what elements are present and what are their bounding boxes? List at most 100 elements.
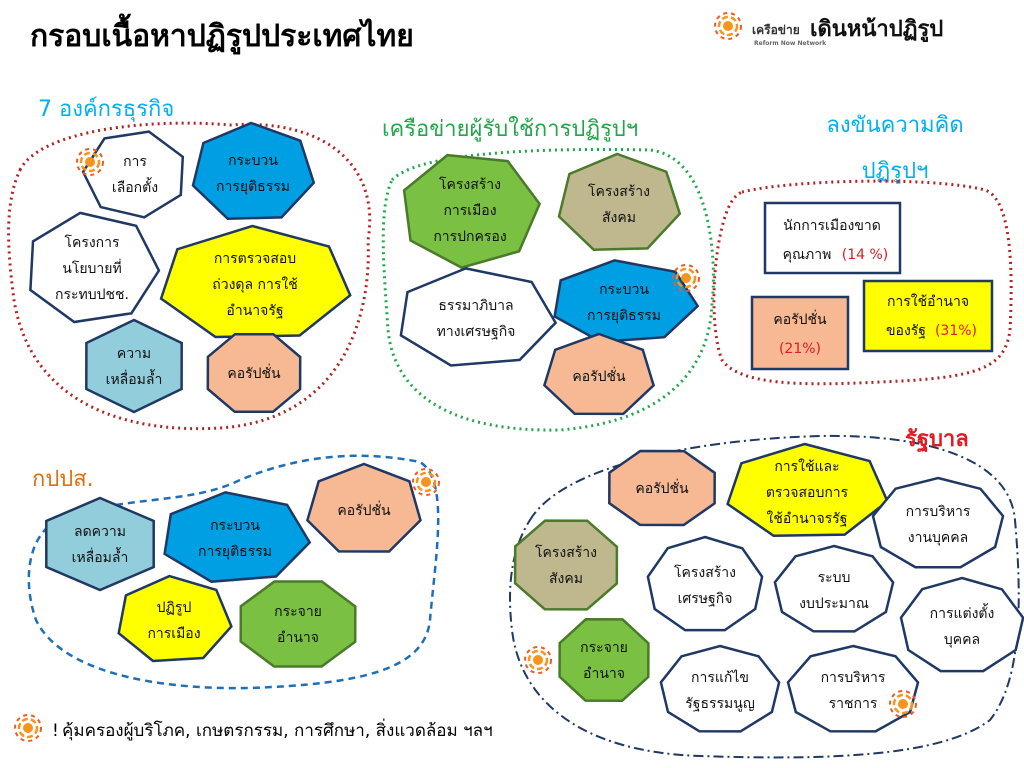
topic-shape <box>786 644 920 733</box>
group-government: รัฐบาล คอรัปชั่นการใช้และตรวจสอบการใช้อำ… <box>509 427 1024 759</box>
percent-label: (21%) <box>779 341 821 357</box>
topic-label: ราชการ <box>829 696 878 712</box>
topic-shape <box>646 535 764 632</box>
topic-label: การตรวจสอบ <box>214 251 296 267</box>
topic-label: โครงการ <box>64 234 120 251</box>
org7-topic-node: คอรัปชั่น <box>206 332 302 414</box>
topic-label: ระบบ <box>818 570 851 586</box>
topic-label: ความ <box>117 346 151 362</box>
topic-label: ใช้อำนาจรรัฐ <box>766 510 847 527</box>
group-boundary-dotted <box>7 121 372 431</box>
topic-shape <box>117 574 233 663</box>
topic-label: การบริหาร <box>906 504 971 520</box>
topic-label: การยุติธรรม <box>587 308 661 324</box>
logo-prefix: เครือข่าย <box>752 23 800 37</box>
compete-box-politicians: นักการเมืองขาด คุณภาพ (14 %) <box>763 201 902 275</box>
topic-shape <box>513 519 619 611</box>
svg-text:!: ! <box>52 721 59 741</box>
group-boundary-dotted <box>712 179 1013 386</box>
topic-label: กระทบปชช. <box>55 287 129 303</box>
govt-topic-node: โครงสร้างสังคม <box>513 519 619 611</box>
topic-label: การ <box>123 154 147 170</box>
svg-text:คอรัปชั่น: คอรัปชั่น <box>773 310 827 328</box>
topic-shape <box>402 153 542 269</box>
topic-label: การแต่งตั้ง <box>930 603 995 622</box>
topic-label: โครงสร้าง <box>535 544 597 561</box>
topic-shape <box>206 332 302 414</box>
govt-topic-node: การแก้ไขรัฐธรรมนูญ <box>659 644 781 733</box>
sun-icon <box>411 467 441 497</box>
topic-label: การใช้และ <box>774 458 839 475</box>
topic-shape <box>239 580 357 668</box>
topic-label: การแก้ไข <box>691 669 749 686</box>
topic-label: การยุติธรรม <box>216 179 290 195</box>
topic-shape <box>726 442 889 538</box>
topic-shape <box>773 544 895 633</box>
group-kpps: กปปส. ลดความเหลื่อมล้ำกระบวนการยุติธรรมค… <box>27 454 441 690</box>
topic-shape <box>558 618 650 702</box>
topic-label: ลดความ <box>74 524 126 540</box>
group-title-line2: ปฏิรูปฯ <box>862 159 929 184</box>
topic-label: คอรัปชั่น <box>227 364 281 382</box>
topic-label: กระบวน <box>228 153 278 169</box>
topic-label: การปกครอง <box>433 229 506 245</box>
topic-label: ตรวจสอบการ <box>766 485 849 501</box>
topic-label: การเมือง <box>147 626 200 642</box>
footer-note: ! คุ้มครองผู้บริโภค, เกษตรกรรม, การศึกษา… <box>13 713 493 743</box>
topic-label: การเมือง <box>443 203 496 219</box>
topic-label: โครงสร้าง <box>588 183 650 200</box>
group-boundary-dashed <box>27 454 440 690</box>
topic-shape <box>305 462 422 553</box>
reform-network-logo: เครือข่าย เดินหน้าปฏิรูป Reform Now Netw… <box>713 11 943 47</box>
topic-shape <box>81 130 185 219</box>
topic-label: กระบวน <box>210 518 260 534</box>
topic-label: สังคม <box>549 571 583 587</box>
topic-label: เหลื่อมล้ำ <box>72 547 129 566</box>
percent-label: (14 %) <box>842 247 889 263</box>
topic-label: โครงสร้าง <box>439 176 501 193</box>
topic-shape <box>191 121 316 220</box>
svg-text:การใช้อำนาจ: การใช้อำนาจ <box>887 293 969 310</box>
topic-label: รัฐธรรมนูญ <box>685 696 755 712</box>
topic-label: งบประมาณ <box>799 596 869 612</box>
topic-label: คอรัปชั่น <box>635 479 689 497</box>
group-idea-contest: ลงขันความคิด ปฏิรูปฯ นักการเมืองขาด คุณภ… <box>712 113 1013 386</box>
topic-label: นโยบายที่ <box>62 259 121 277</box>
topic-shape <box>163 491 312 583</box>
group-7-business-orgs: 7 องค์กรธุรกิจ การเลือกตั้งกระบวนการยุติ… <box>7 97 372 431</box>
kpps-topic-node: คอรัปชั่น <box>305 462 441 553</box>
topic-label: โครงสร้าง <box>674 564 736 581</box>
percent-label: (31%) <box>935 323 977 339</box>
svg-text:นักการเมืองขาด: นักการเมืองขาด <box>783 218 881 234</box>
topic-label: เลือกตั้ง <box>112 177 158 196</box>
topic-label: เศรษฐกิจ <box>678 591 733 607</box>
topic-label: อำนาจรัฐ <box>226 303 283 319</box>
compete-box-state-power: การใช้อำนาจ ของรัฐ (31%) <box>862 279 994 353</box>
govt-topic-node: การแต่งตั้งบุคคล <box>899 576 1024 673</box>
topic-shape <box>399 267 558 367</box>
topic-shape <box>899 576 1024 673</box>
topic-label: อำนาจ <box>277 630 319 646</box>
topic-shape <box>45 496 155 592</box>
topic-label: ปฏิรูป <box>157 600 192 616</box>
svg-text:ของรัฐ: ของรัฐ <box>886 323 926 339</box>
govt-topic-node: คอรัปชั่น <box>608 449 716 527</box>
sun-logo-icon <box>713 11 743 41</box>
topic-shape <box>871 476 1005 569</box>
sun-icon <box>523 645 553 675</box>
svg-text:คุณภาพ: คุณภาพ <box>783 247 832 263</box>
